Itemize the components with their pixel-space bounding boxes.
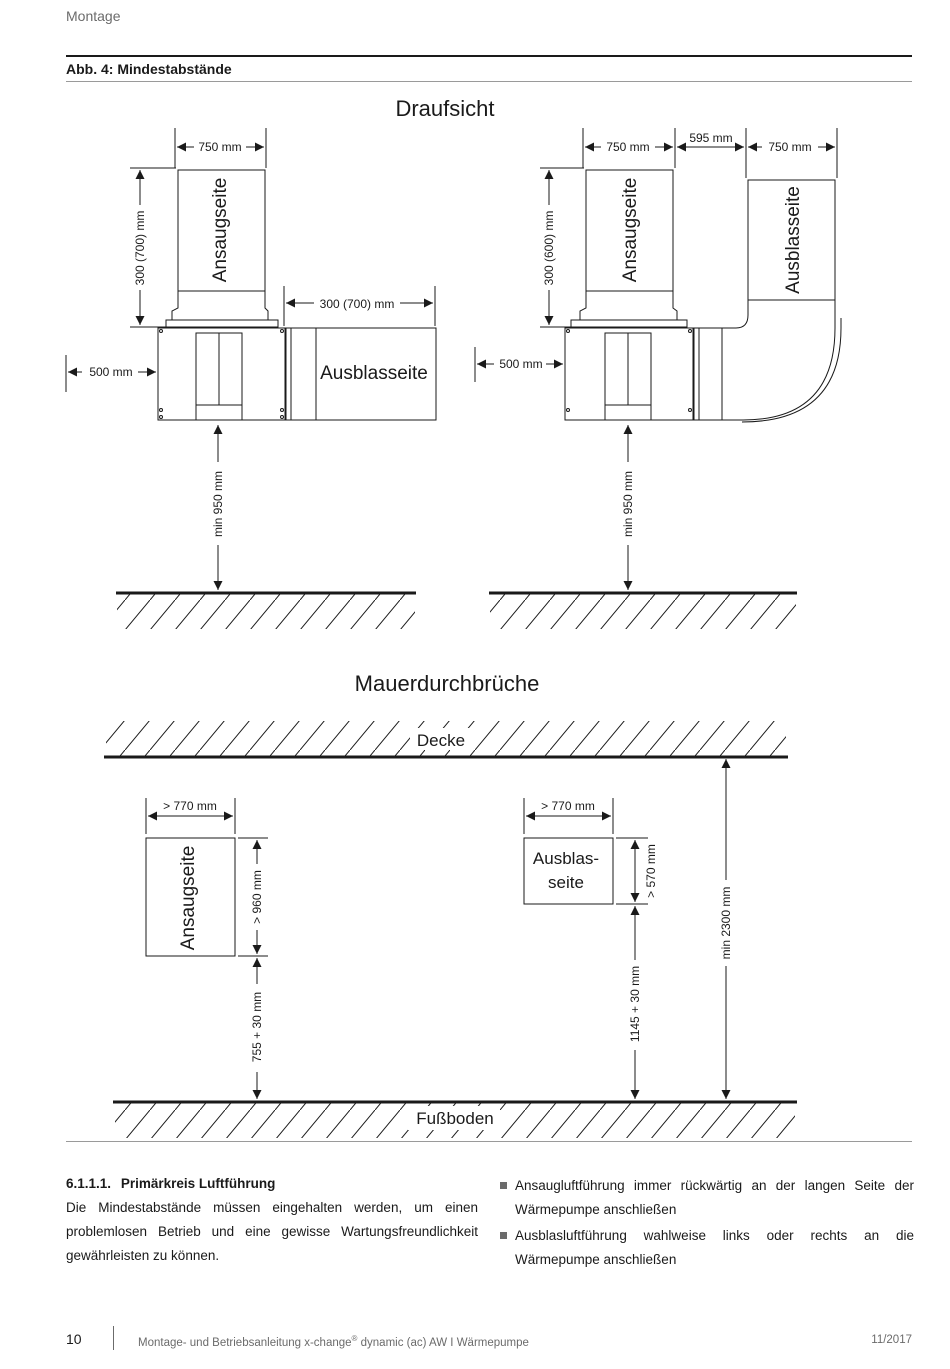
dim-left-intake-depth: 300 (700) mm	[133, 211, 147, 286]
dim-room-height: min 2300 mm	[719, 887, 733, 960]
intake-transition-left	[171, 291, 269, 321]
footer-divider	[113, 1326, 114, 1350]
top-view-title: Draufsicht	[395, 96, 494, 121]
dim-right-outlet-width: 750 mm	[768, 140, 811, 154]
service-panel-left	[195, 404, 243, 421]
caption-rule	[66, 81, 912, 82]
figure-bottom-rule	[66, 1141, 912, 1142]
outlet-opening-label-2: seite	[548, 873, 584, 892]
label-left-intake: Ansaugseite	[210, 178, 231, 283]
header-rule	[66, 55, 912, 57]
dim-right-gap: 595 mm	[689, 131, 732, 145]
intake-duct-right	[585, 169, 674, 292]
dim-intake-opening-width: > 770 mm	[163, 799, 217, 813]
dim-outlet-opening-width: > 770 mm	[541, 799, 595, 813]
top-view-left-dimensions	[65, 128, 436, 590]
section-title: Primärkreis Luftführung	[120, 1176, 276, 1191]
label-left-outlet: Ausblasseite	[320, 363, 428, 384]
footer-title-part1: Montage- und Betriebsanleitung x-change	[138, 1336, 352, 1349]
ceiling-label: Decke	[417, 731, 465, 750]
wall-left	[116, 591, 416, 629]
dim-right-side-clearance: 500 mm	[499, 357, 542, 371]
dim-intake-floor-distance: 755 + 30 mm	[250, 992, 264, 1062]
dim-left-outlet-length: 300 (700) mm	[320, 297, 395, 311]
dim-right-front-clearance: min 950 mm	[621, 471, 635, 537]
registered-mark: ®	[351, 1334, 358, 1343]
figure-caption: Abb. 4: Mindestabstände	[66, 61, 232, 77]
dim-outlet-floor-distance: 1145 + 30 mm	[628, 966, 642, 1042]
section-heading: 6.1.1.1. Primärkreis Luftführung	[66, 1176, 275, 1191]
outlet-opening-dimensions	[523, 798, 648, 1099]
intake-opening-dimensions	[145, 798, 268, 1099]
wall-openings-title: Mauerdurchbrüche	[355, 671, 540, 696]
label-right-intake: Ansaugseite	[620, 178, 641, 283]
footer-document-title: Montage- und Betriebsanleitung x-change®…	[138, 1334, 529, 1349]
outlet-duct-left	[285, 327, 437, 421]
intake-opening-label: Ansaugseite	[178, 846, 199, 951]
intake-duct-left	[177, 169, 266, 292]
wall-right	[489, 591, 797, 629]
dim-right-intake-width: 750 mm	[606, 140, 649, 154]
outlet-opening	[523, 837, 614, 905]
dim-outlet-opening-height: > 570 mm	[644, 844, 658, 898]
intake-opening	[145, 837, 236, 957]
footer-title-part2: dynamic (ac) AW I Wärmepumpe	[357, 1336, 529, 1349]
square-bullet-icon	[500, 1182, 507, 1189]
floor	[113, 1100, 797, 1138]
dim-right-intake-depth: 300 (600) mm	[542, 211, 556, 286]
top-view-left	[157, 169, 437, 421]
service-panel-right	[604, 404, 652, 421]
top-view-right-dimensions	[474, 128, 838, 590]
list-item: Ansaugluftführung immer rückwärtig an de…	[500, 1174, 914, 1222]
dim-intake-opening-height: > 960 mm	[250, 870, 264, 924]
dim-left-front-clearance: min 950 mm	[211, 471, 225, 537]
dim-left-intake-width: 750 mm	[198, 140, 241, 154]
list-item-text: Ansaugluftführung immer rückwärtig an de…	[515, 1178, 914, 1217]
outlet-opening-label-1: Ausblas-	[533, 849, 599, 868]
bullet-list: Ansaugluftführung immer rückwärtig an de…	[500, 1174, 914, 1274]
floor-label: Fußboden	[416, 1109, 494, 1128]
ceiling	[104, 721, 788, 759]
footer-date: 11/2017	[871, 1334, 912, 1346]
list-item: Ausblasluftführung wahlweise links oder …	[500, 1224, 914, 1272]
section-body: Die Mindestabstände müssen eingehalten w…	[66, 1200, 478, 1263]
top-view-right	[564, 169, 842, 423]
page-number: 10	[66, 1331, 82, 1347]
square-bullet-icon	[500, 1232, 507, 1239]
section-number: 6.1.1.1.	[66, 1176, 112, 1191]
label-right-outlet: Ausblasseite	[783, 186, 804, 294]
dim-left-side-clearance: 500 mm	[89, 365, 132, 379]
list-item-text: Ausblasluftführung wahlweise links oder …	[515, 1228, 914, 1267]
header-section-label: Montage	[66, 8, 121, 24]
